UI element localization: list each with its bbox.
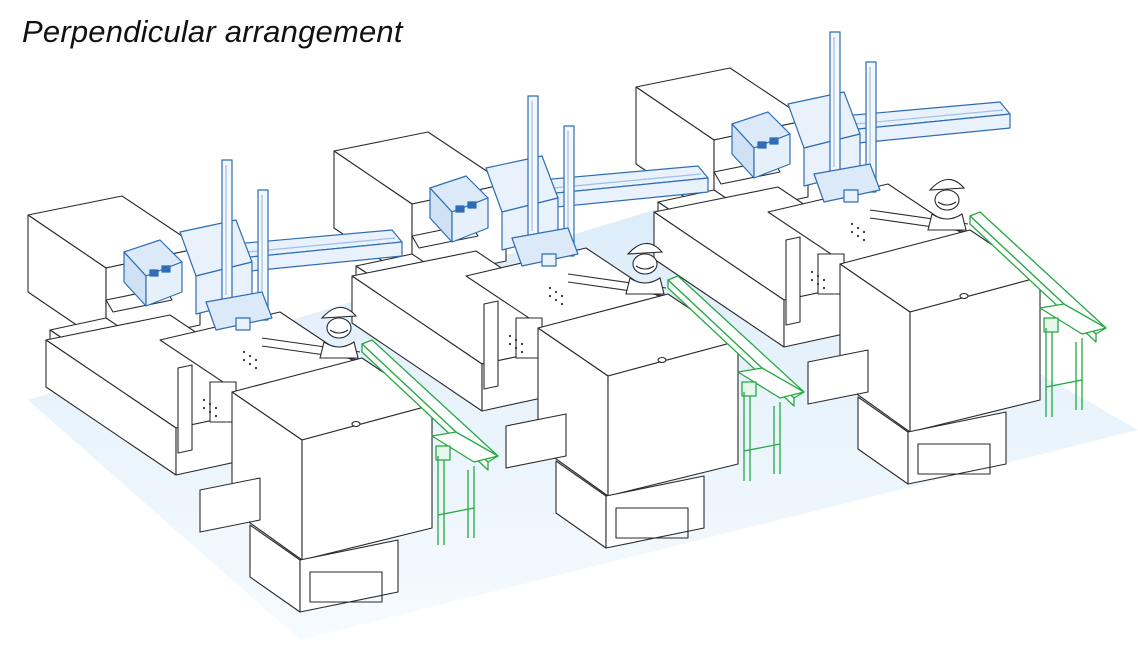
- diagram-title: Perpendicular arrangement: [22, 14, 403, 49]
